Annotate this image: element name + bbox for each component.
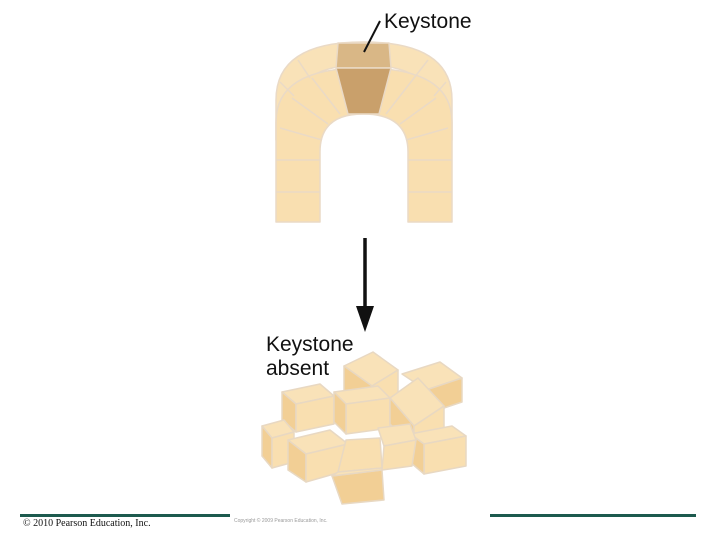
keystone-label: Keystone xyxy=(384,10,472,33)
block-joint xyxy=(385,77,415,115)
collapse-arrow xyxy=(356,238,374,332)
block-joint xyxy=(279,127,323,141)
block-joint xyxy=(279,81,295,97)
block-joint xyxy=(405,127,449,141)
keystone-absent-label: Keystone absent xyxy=(266,333,354,381)
block-joint xyxy=(413,59,429,79)
keystone-block xyxy=(335,67,392,115)
block-joint xyxy=(311,77,341,115)
fallen-blocks xyxy=(261,351,467,505)
keystone-absent-line-1: Keystone xyxy=(266,333,354,356)
keystone-top xyxy=(335,42,392,69)
block-joint xyxy=(399,97,437,125)
keystone-absent-line-2: absent xyxy=(266,357,330,380)
footer-rule-left xyxy=(20,514,230,517)
copyright-notice: © 2010 Pearson Education, Inc. xyxy=(23,518,151,529)
arch-top-face xyxy=(275,41,453,141)
block-joint xyxy=(433,81,447,97)
keystone-pointer xyxy=(363,20,381,53)
intact-arch xyxy=(275,41,453,223)
footer-rule-right xyxy=(490,514,696,517)
block-joint xyxy=(297,59,311,79)
faint-copyright-notice: Copyright © 2009 Pearson Education, Inc. xyxy=(234,518,328,524)
block-joint xyxy=(291,97,329,125)
